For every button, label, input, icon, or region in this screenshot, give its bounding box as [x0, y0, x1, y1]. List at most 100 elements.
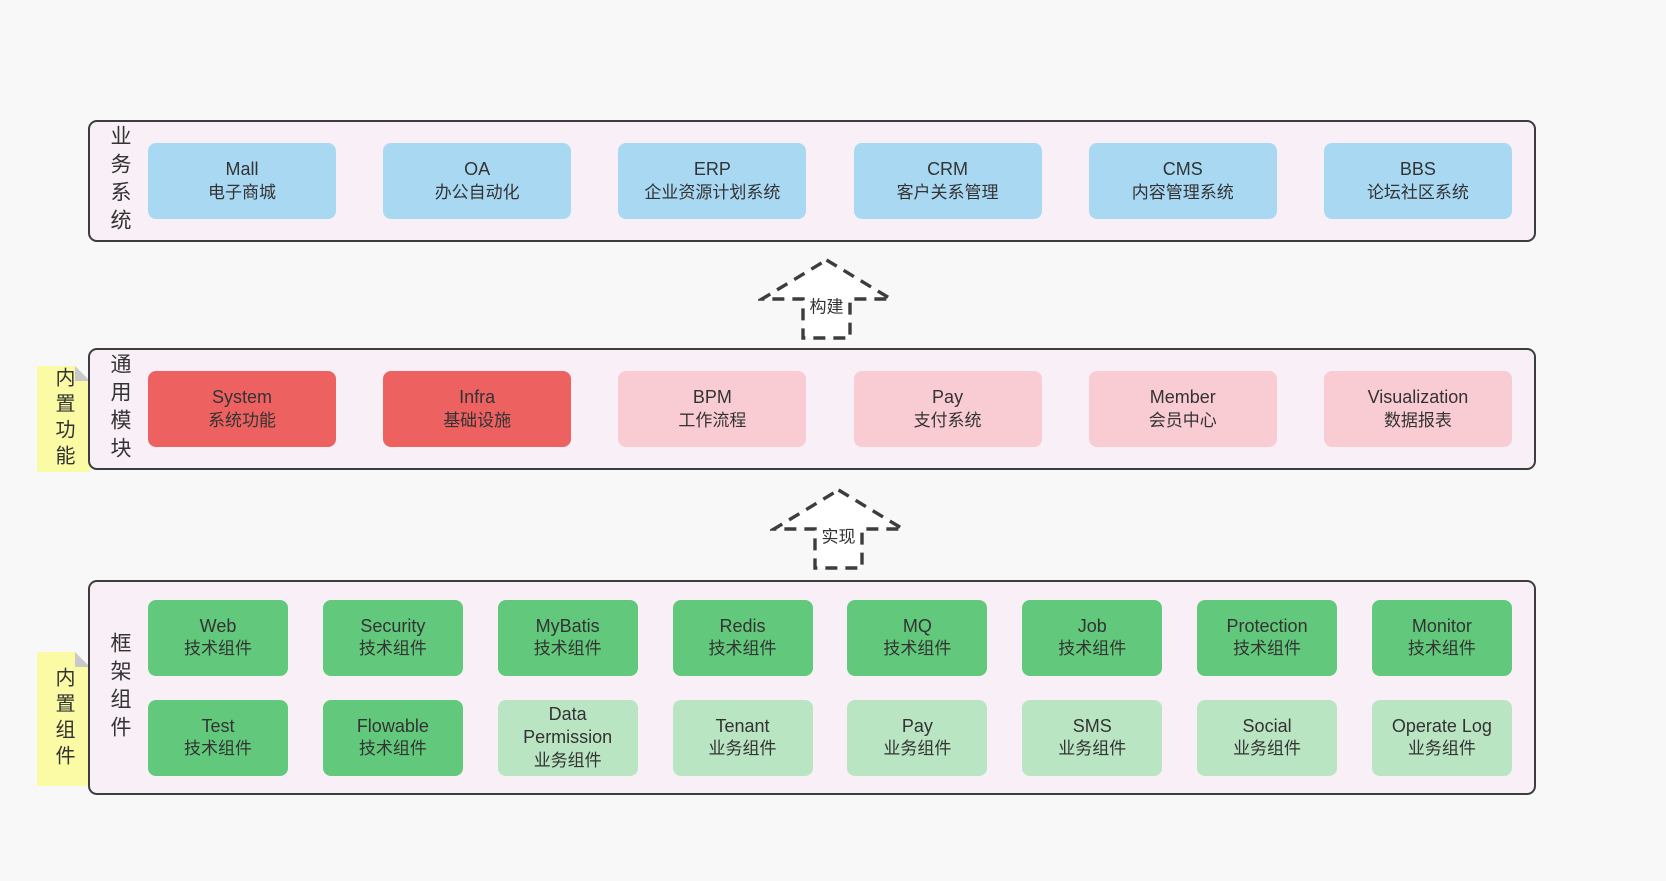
arrow-build: 构建 [758, 257, 895, 341]
layer-label-text: 框架组件 [108, 631, 131, 744]
module-desc: 技术组件 [358, 739, 427, 759]
module-box-monitor: Monitor 技术组件 [1371, 599, 1512, 676]
module-desc: 支付系统 [913, 410, 982, 430]
module-desc: 技术组件 [708, 639, 777, 659]
module-box-pay: Pay 业务组件 [847, 699, 988, 776]
module-name: Social [1242, 715, 1292, 736]
module-desc: 技术组件 [1233, 639, 1302, 659]
module-name: Job [1077, 615, 1107, 636]
module-name: Monitor [1411, 615, 1472, 636]
module-desc: 系统功能 [208, 410, 276, 430]
layer-label-framework-components: 框架组件 [90, 582, 148, 793]
module-box-mybatis: MyBatis 技术组件 [497, 599, 638, 676]
module-name: Pay [932, 387, 964, 408]
note-text: 内置组件 [52, 667, 74, 771]
module-name: Test [201, 715, 235, 736]
module-name: CRM [927, 159, 969, 180]
module-desc: 业务组件 [708, 739, 777, 759]
module-name: Member [1149, 387, 1216, 408]
module-name: MQ [902, 615, 932, 636]
module-desc: 电子商城 [208, 182, 276, 202]
module-desc: 数据报表 [1383, 410, 1452, 430]
module-name: Redis [719, 615, 766, 636]
layer-label-text: 通用模块 [108, 353, 131, 465]
module-name: Data Permission [523, 704, 613, 748]
module-box-protection: Protection 技术组件 [1197, 599, 1338, 676]
module-box-web: Web 技术组件 [148, 599, 288, 676]
module-name: Flowable [356, 715, 429, 736]
module-name: Protection [1226, 615, 1308, 636]
module-box-social: Social 业务组件 [1197, 699, 1338, 776]
module-desc: 客户关系管理 [896, 182, 999, 202]
module-name: BPM [692, 387, 732, 408]
module-desc: 业务组件 [533, 750, 602, 770]
module-desc: 业务组件 [883, 739, 952, 759]
module-name: Visualization [1367, 387, 1469, 408]
sticky-note-built-in-components: 内置组件 [37, 652, 90, 786]
module-box-security: Security 技术组件 [322, 599, 463, 676]
module-desc: 技术组件 [1407, 639, 1476, 659]
module-name: MyBatis [535, 615, 600, 636]
module-desc: 会员中心 [1148, 410, 1217, 430]
module-box-job: Job 技术组件 [1022, 599, 1163, 676]
module-desc: 技术组件 [358, 639, 427, 659]
layer-label-common-modules: 通用模块 [90, 350, 148, 468]
module-desc: 技术组件 [184, 639, 252, 659]
module-name: Security [360, 615, 426, 636]
arrow-implement-label: 实现 [818, 521, 859, 549]
module-desc: 内容管理系统 [1131, 182, 1234, 202]
module-name: BBS [1399, 159, 1436, 180]
module-name: Mall [225, 159, 259, 180]
module-name: Infra [459, 387, 496, 408]
module-desc: 技术组件 [184, 739, 252, 759]
note-text: 内置功能 [52, 367, 74, 471]
module-name: CMS [1162, 159, 1203, 180]
module-desc: 技术组件 [883, 639, 952, 659]
module-desc: 工作流程 [678, 410, 747, 430]
module-desc: 论坛社区系统 [1366, 182, 1469, 202]
module-box-redis: Redis 技术组件 [672, 599, 813, 676]
module-desc: 技术组件 [1058, 639, 1127, 659]
module-desc: 基础设施 [443, 410, 512, 430]
module-desc: 业务组件 [1407, 739, 1476, 759]
layer-label-text: 业务系统 [108, 125, 131, 237]
module-desc: 企业资源计划系统 [644, 182, 781, 202]
module-name: Operate Log [1391, 715, 1492, 736]
arrow-implement: 实现 [770, 487, 907, 571]
module-box-flowable: Flowable 技术组件 [322, 699, 463, 776]
module-name: Web [199, 615, 237, 636]
module-name: ERP [693, 159, 731, 180]
arrow-build-label: 构建 [806, 291, 847, 319]
module-name: Pay [901, 715, 933, 736]
module-box-operate-log: Operate Log 业务组件 [1371, 699, 1512, 776]
module-name: OA [464, 159, 491, 180]
module-name: System [211, 387, 272, 408]
module-desc: 技术组件 [533, 639, 602, 659]
module-desc: 办公自动化 [434, 182, 520, 202]
layer-label-business-systems: 业务系统 [90, 122, 148, 240]
module-box-mq: MQ 技术组件 [847, 599, 988, 676]
module-desc: 业务组件 [1233, 739, 1302, 759]
